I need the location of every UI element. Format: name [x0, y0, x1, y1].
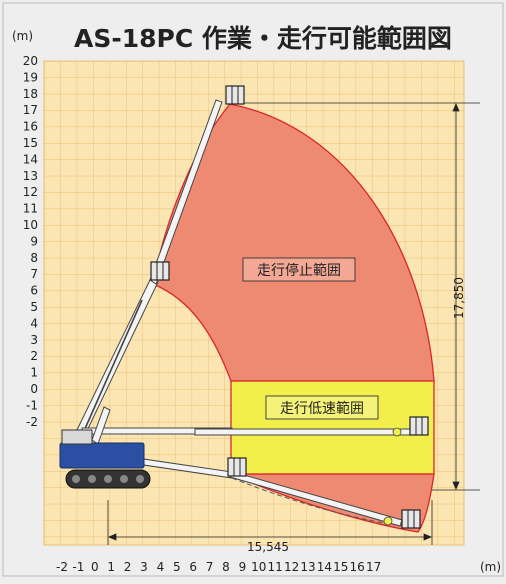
y-tick-label: 8 [30, 251, 38, 265]
x-tick-label: 13 [300, 560, 315, 574]
diagram-title: AS-18PC 作業・走行可能範囲図 [74, 24, 452, 53]
baskets [150, 85, 429, 529]
slow-zone-label-box [265, 395, 379, 420]
height-dimension [234, 102, 480, 491]
x-tick-label: 12 [284, 560, 299, 574]
machine [59, 429, 151, 489]
x-tick-label: 14 [317, 560, 332, 574]
height-dimension-label: 17,850 [452, 277, 466, 319]
x-tick-label: 11 [268, 560, 283, 574]
y-tick-label: 11 [23, 202, 38, 216]
machine-cab [61, 429, 93, 445]
y-tick-label: 5 [30, 300, 38, 314]
basket-mid [150, 261, 170, 281]
y-tick-label: 6 [30, 284, 38, 298]
y-tick-label: 0 [30, 382, 38, 396]
x-tick-label: 5 [173, 560, 181, 574]
basket-horizontal [409, 416, 429, 436]
horizontal-boom-outer [194, 428, 411, 436]
y-tick-label: 16 [23, 120, 38, 134]
y-tick-label: 18 [23, 87, 38, 101]
y-tick-label: 14 [23, 152, 38, 166]
x-tick-label: 1 [107, 560, 115, 574]
track-rollers [72, 475, 144, 483]
reach-dimension-label: 15,545 [247, 540, 289, 554]
y-tick-label: 7 [30, 267, 38, 281]
basket-top [225, 85, 245, 105]
y-unit-label: (m) [12, 29, 33, 43]
machine-body [59, 442, 145, 469]
x-tick-label: 0 [91, 560, 99, 574]
reach-dimension [107, 500, 433, 545]
stop-zone-label-box [242, 257, 356, 282]
y-tick-label: 17 [23, 103, 38, 117]
x-tick-label: 10 [251, 560, 266, 574]
y-tick-label: 4 [30, 316, 38, 330]
x-tick-label: 17 [366, 560, 381, 574]
y-tick-label: 13 [23, 169, 38, 183]
x-tick-label: 9 [239, 560, 247, 574]
y-tick-label: 9 [30, 234, 38, 248]
y-tick-label: -2 [26, 415, 38, 429]
x-tick-label: 7 [206, 560, 214, 574]
stop-zone-label: 走行停止範囲 [257, 262, 341, 279]
x-tick-label: -2 [56, 560, 68, 574]
x-tick-label: 4 [157, 560, 165, 574]
boom-cylinder [79, 299, 143, 441]
y-tick-label: 15 [23, 136, 38, 150]
slow-zone-label: 走行低速範囲 [280, 400, 364, 417]
x-tick-label: 6 [189, 560, 197, 574]
upper-boom-raised [149, 99, 223, 285]
x-tick-label: 3 [140, 560, 148, 574]
x-tick-label: 2 [124, 560, 132, 574]
x-tick-label: 8 [222, 560, 230, 574]
x-unit-label: (m) [480, 560, 501, 574]
x-tick-label: -1 [72, 560, 84, 574]
y-tick-label: 19 [23, 70, 38, 84]
x-tick-label: 16 [350, 560, 365, 574]
y-tick-label: 12 [23, 185, 38, 199]
y-tick-label: -1 [26, 398, 38, 412]
basket-low [227, 457, 247, 477]
basket-rails [156, 86, 423, 528]
stop-zone [152, 103, 435, 382]
slow-zone [230, 380, 435, 475]
y-tick-label: 2 [30, 349, 38, 363]
basket-lowered [401, 509, 421, 529]
y-tick-label: 1 [30, 366, 38, 380]
x-tick-label: 15 [333, 560, 348, 574]
y-tick-label: 10 [23, 218, 38, 232]
boom-heads [383, 427, 402, 526]
y-tick-label: 20 [23, 54, 38, 68]
y-tick-label: 3 [30, 333, 38, 347]
